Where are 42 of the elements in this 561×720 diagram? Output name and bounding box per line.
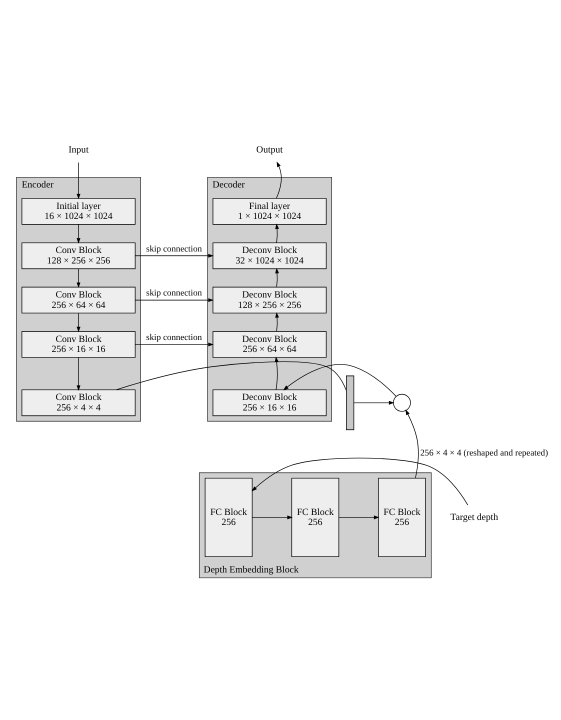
arrow — [76, 356, 80, 390]
node-circle — [393, 393, 411, 412]
arrow — [354, 400, 394, 404]
arrow — [275, 267, 279, 287]
node-box: FC Block 256 — [378, 477, 426, 556]
arrow — [338, 515, 380, 519]
arrow — [274, 356, 279, 390]
arrow — [76, 162, 80, 199]
arrow — [275, 223, 279, 242]
arrow — [76, 312, 80, 332]
node-box: Initial layer 16 × 1024 × 1024 — [22, 198, 136, 224]
arrow — [135, 298, 214, 302]
node-text: Target depth — [450, 511, 498, 522]
arrow — [252, 515, 293, 519]
node-box: Conv Block 256 × 4 × 4 — [22, 389, 136, 416]
node-box: FC Block 256 — [204, 477, 253, 556]
node-box: Conv Block 256 × 64 × 64 — [22, 286, 136, 313]
node-text: Input — [68, 144, 89, 156]
arrow — [405, 409, 419, 478]
arrow — [135, 342, 214, 346]
node-box: FC Block 256 — [291, 477, 340, 556]
arrow — [76, 224, 80, 244]
node-bar — [346, 375, 354, 430]
edge-label: skip connection — [146, 242, 202, 253]
edge-label: skip connection — [146, 331, 202, 342]
node-box: Final layer 1 × 1024 × 1024 — [212, 198, 327, 224]
arrow — [276, 160, 282, 198]
arrow — [135, 253, 214, 258]
arrow — [76, 268, 80, 288]
node-box: Deconv Block 128 × 256 × 256 — [212, 286, 327, 313]
node-box: Deconv Block 32 × 1024 × 1024 — [212, 242, 327, 269]
arrow — [283, 364, 397, 396]
node-box: Deconv Block 256 × 64 × 64 — [212, 330, 327, 358]
node-box: Conv Block 256 × 16 × 16 — [22, 330, 136, 358]
arrow — [275, 312, 279, 332]
edge-label: skip connection — [146, 287, 202, 298]
node-box: Conv Block 128 × 256 × 256 — [22, 242, 136, 269]
edge-label: 256 × 4 × 4 (reshaped and repeated) — [420, 446, 548, 457]
arrow — [252, 457, 468, 505]
node-text: Output — [256, 144, 283, 156]
node-box: Deconv Block 256 × 16 × 16 — [212, 389, 327, 416]
connector — [116, 360, 347, 390]
